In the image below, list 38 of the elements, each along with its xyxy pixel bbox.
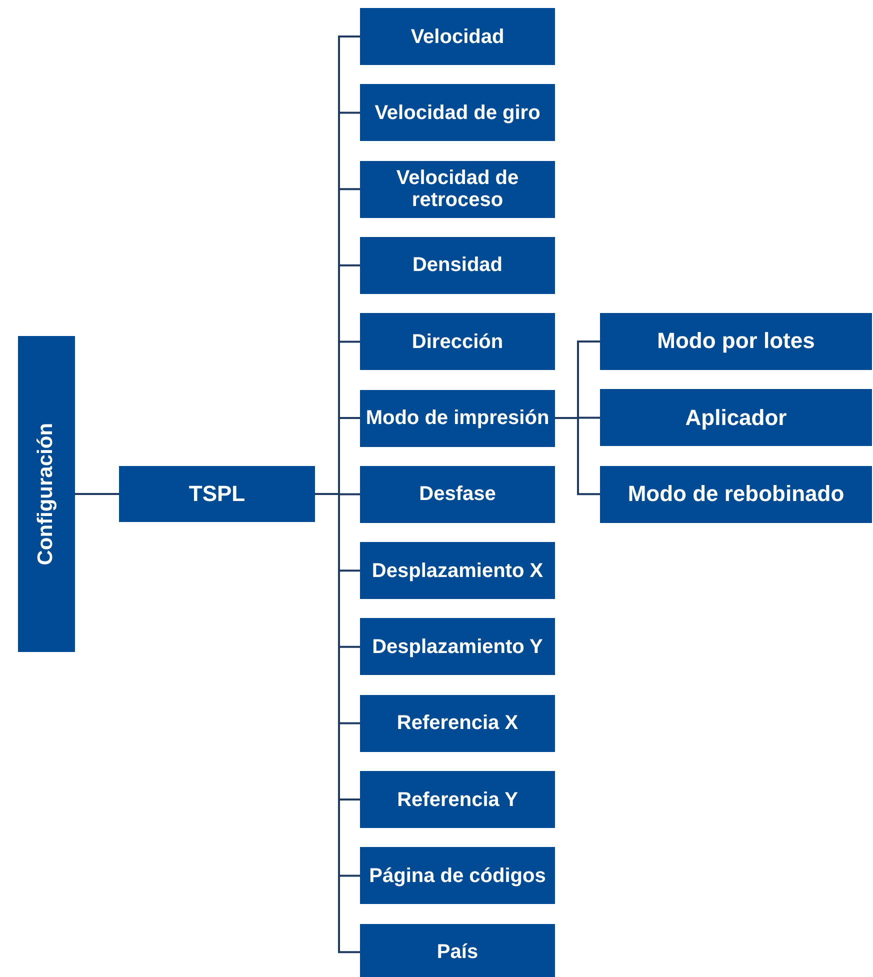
category-box	[18, 336, 75, 652]
category-box	[360, 847, 555, 904]
category-box	[600, 389, 872, 446]
connector-line	[75, 493, 119, 495]
category-box	[360, 542, 555, 600]
category-box	[600, 466, 872, 523]
category-box	[360, 8, 555, 65]
box-label: Velocidad	[410, 26, 506, 48]
box-label: Página de códigos	[368, 864, 547, 887]
box-label: Dirección	[410, 330, 504, 353]
box-label: Desplazamiento Y	[371, 636, 544, 658]
box-label: Desfase	[418, 483, 497, 506]
category-box	[360, 694, 555, 752]
box-label: Aplicador	[684, 406, 788, 430]
category-box	[360, 390, 555, 446]
category-box	[600, 313, 872, 370]
category-box	[119, 466, 315, 522]
category-box	[360, 160, 555, 218]
category-box	[360, 771, 555, 828]
box-label: TSPL	[188, 482, 246, 506]
box-label: Modo por lotes	[656, 329, 816, 354]
category-box	[360, 466, 555, 523]
box-label: Referencia Y	[396, 788, 519, 810]
box-label: Velocidad de giro	[374, 102, 542, 124]
category-box	[360, 313, 555, 370]
box-label: Referencia X	[396, 712, 520, 734]
box-label: Modo de impresión	[364, 407, 550, 429]
box-label: País	[436, 941, 480, 964]
category-box	[360, 618, 555, 676]
category-box	[360, 236, 555, 294]
category-box	[360, 924, 555, 977]
connector-line	[555, 417, 600, 496]
box-label: Configuración	[33, 422, 58, 566]
box-label: Modo de rebobinado	[626, 482, 846, 506]
box-label: Velocidad de retroceso	[395, 167, 520, 212]
box-label: Densidad	[411, 254, 504, 276]
category-box	[360, 84, 555, 142]
box-label: Desplazamiento X	[370, 560, 544, 582]
